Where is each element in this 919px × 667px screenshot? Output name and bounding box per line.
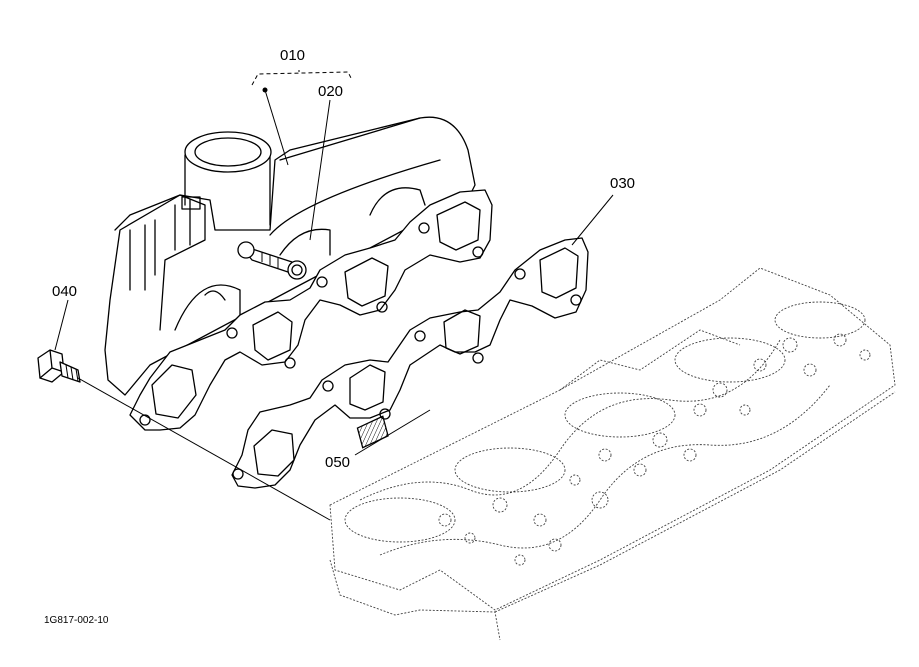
figure-code: 1G817-002-10: [44, 615, 109, 626]
small-gasket: [356, 415, 389, 449]
cylinder-head: [329, 267, 896, 641]
callout-030: 030: [610, 175, 635, 192]
callout-040: 040: [52, 283, 77, 300]
stud-bolt: [237, 241, 307, 280]
callout-020: 020: [318, 83, 343, 100]
callout-010: 010: [280, 47, 305, 64]
bolt: [37, 349, 81, 383]
exhaust-manifold: [104, 116, 476, 396]
gasket: [231, 237, 589, 489]
leader-lines: [54, 70, 614, 521]
callout-050: 050: [325, 454, 350, 471]
manifold-flange: [129, 189, 493, 431]
